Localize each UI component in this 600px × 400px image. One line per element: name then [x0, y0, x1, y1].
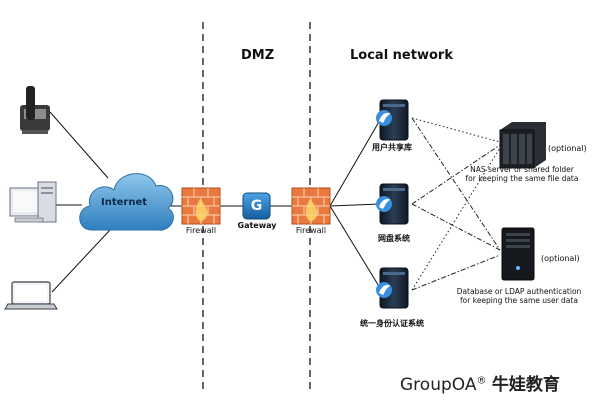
nas-optional-label: (optional) [548, 144, 587, 153]
link-firewall-server2 [329, 203, 381, 207]
gateway-icon [242, 192, 271, 220]
desktop-computer-icon [9, 181, 57, 223]
dmz-title: DMZ [241, 48, 275, 63]
local-network-title: Local network [350, 48, 453, 63]
firewall-right-icon [291, 187, 331, 225]
brand-name: GroupOA [400, 375, 477, 395]
internet-cloud-icon [79, 173, 174, 231]
server-disk-label: 网盘系统 [378, 234, 410, 243]
server-identity-icon [376, 267, 409, 309]
brand-chinese-name: 牛娃教育 [491, 375, 560, 395]
link-firewall-server1 [329, 119, 381, 207]
brand-logo: GroupOA® 牛娃教育 [400, 370, 560, 395]
phone-icon [20, 86, 50, 134]
db-caption-line1: Database or LDAP authentication [456, 287, 582, 296]
server-user-share-icon [376, 99, 409, 141]
storage-links [411, 117, 501, 291]
gateway-letter: G [250, 198, 263, 214]
database-server-icon [501, 227, 535, 281]
server-disk-icon [376, 183, 409, 225]
link-phone-internet [49, 111, 109, 179]
server-user-share-label: 用户共享库 [372, 143, 412, 152]
link-firewall-server3 [329, 205, 381, 289]
db-caption-line2: for keeping the same user data [460, 296, 578, 305]
db-optional-label: (optional) [541, 254, 580, 263]
firewall-left-icon [181, 187, 221, 225]
nas-caption-line1: NAS server or shared folder [470, 165, 574, 174]
link-laptop-internet [51, 229, 111, 293]
brand-registered-mark: ® [476, 375, 487, 387]
nas-caption-line2: for keeping the same file data [465, 174, 579, 183]
laptop-icon [4, 281, 58, 310]
gateway-label: Gateway [237, 221, 277, 230]
firewall-right-label: Firewall [295, 226, 327, 235]
server-identity-label: 统一身份认证系统 [360, 319, 424, 328]
nas-server-icon [499, 122, 546, 169]
firewall-left-label: Firewall [185, 226, 217, 235]
internet-label: Internet [100, 197, 147, 208]
